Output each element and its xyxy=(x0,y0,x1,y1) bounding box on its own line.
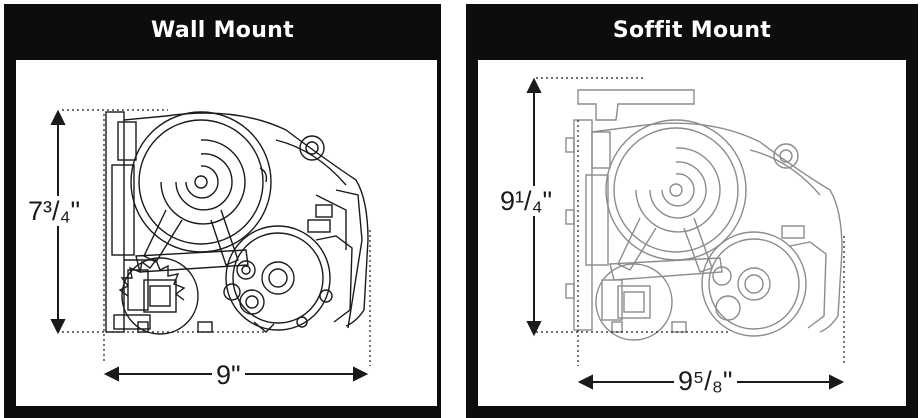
wall-extension-lines xyxy=(62,109,371,366)
soffit-mount-drawing xyxy=(526,77,845,390)
soffit-width-label: 9⁵/₈" xyxy=(674,366,737,396)
wall-foot xyxy=(137,321,149,333)
wall-motor-housing xyxy=(223,204,353,331)
soffit-mount-panel: Soffit Mount xyxy=(466,4,918,418)
wall-roller-drum xyxy=(130,111,272,253)
soffit-height-label: 9¹/₄" xyxy=(496,186,557,216)
wall-foot xyxy=(197,321,213,333)
soffit-housing-art xyxy=(565,89,843,341)
wall-mount-drawing xyxy=(50,109,371,382)
wall-mount-title: Wall Mount xyxy=(151,17,294,43)
wall-mount-diagram: 7³/₄" 9" xyxy=(16,60,437,406)
soffit-mount-title: Soffit Mount xyxy=(612,17,772,43)
wall-height-label: 7³/₄" xyxy=(24,196,85,226)
soffit-height-arrow xyxy=(526,77,542,337)
soffit-extension-lines xyxy=(536,77,845,366)
wall-motor-gear xyxy=(118,257,199,335)
wall-mount-panel: Wall Mount xyxy=(4,4,441,418)
wall-housing xyxy=(105,111,369,333)
wall-width-label: 9" xyxy=(212,360,245,390)
soffit-mount-diagram: 9¹/₄" 9⁵/₈" xyxy=(478,60,906,406)
